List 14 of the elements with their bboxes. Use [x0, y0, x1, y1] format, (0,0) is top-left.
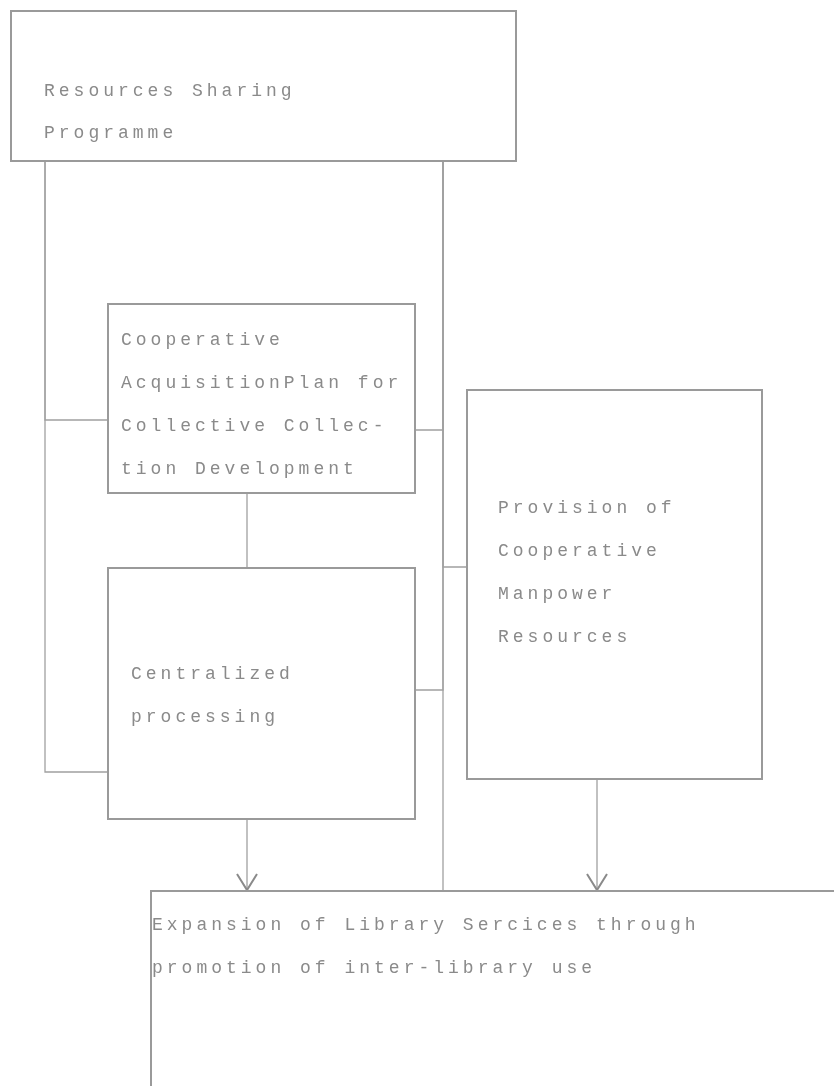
- process-box: [10, 10, 517, 162]
- connector-line: [44, 161, 108, 773]
- box-label: Expansion of Library Sercices through promotion of inter-library use: [152, 914, 701, 980]
- box-label: Cooperative AcquisitionPlan for Collective Collec-tion Development: [121, 329, 404, 481]
- process-box: [107, 303, 416, 494]
- process-box: [466, 389, 763, 780]
- box-label: Resources Sharing Programme: [44, 80, 297, 145]
- arrow: [586, 779, 608, 891]
- box-label: Centralized processing: [131, 663, 295, 729]
- box-label: Provision of Cooperative Manpower Resources: [498, 497, 677, 649]
- connector-line: [246, 493, 248, 568]
- process-box: [107, 567, 416, 820]
- arrow: [236, 819, 258, 891]
- process-box: [150, 890, 834, 1086]
